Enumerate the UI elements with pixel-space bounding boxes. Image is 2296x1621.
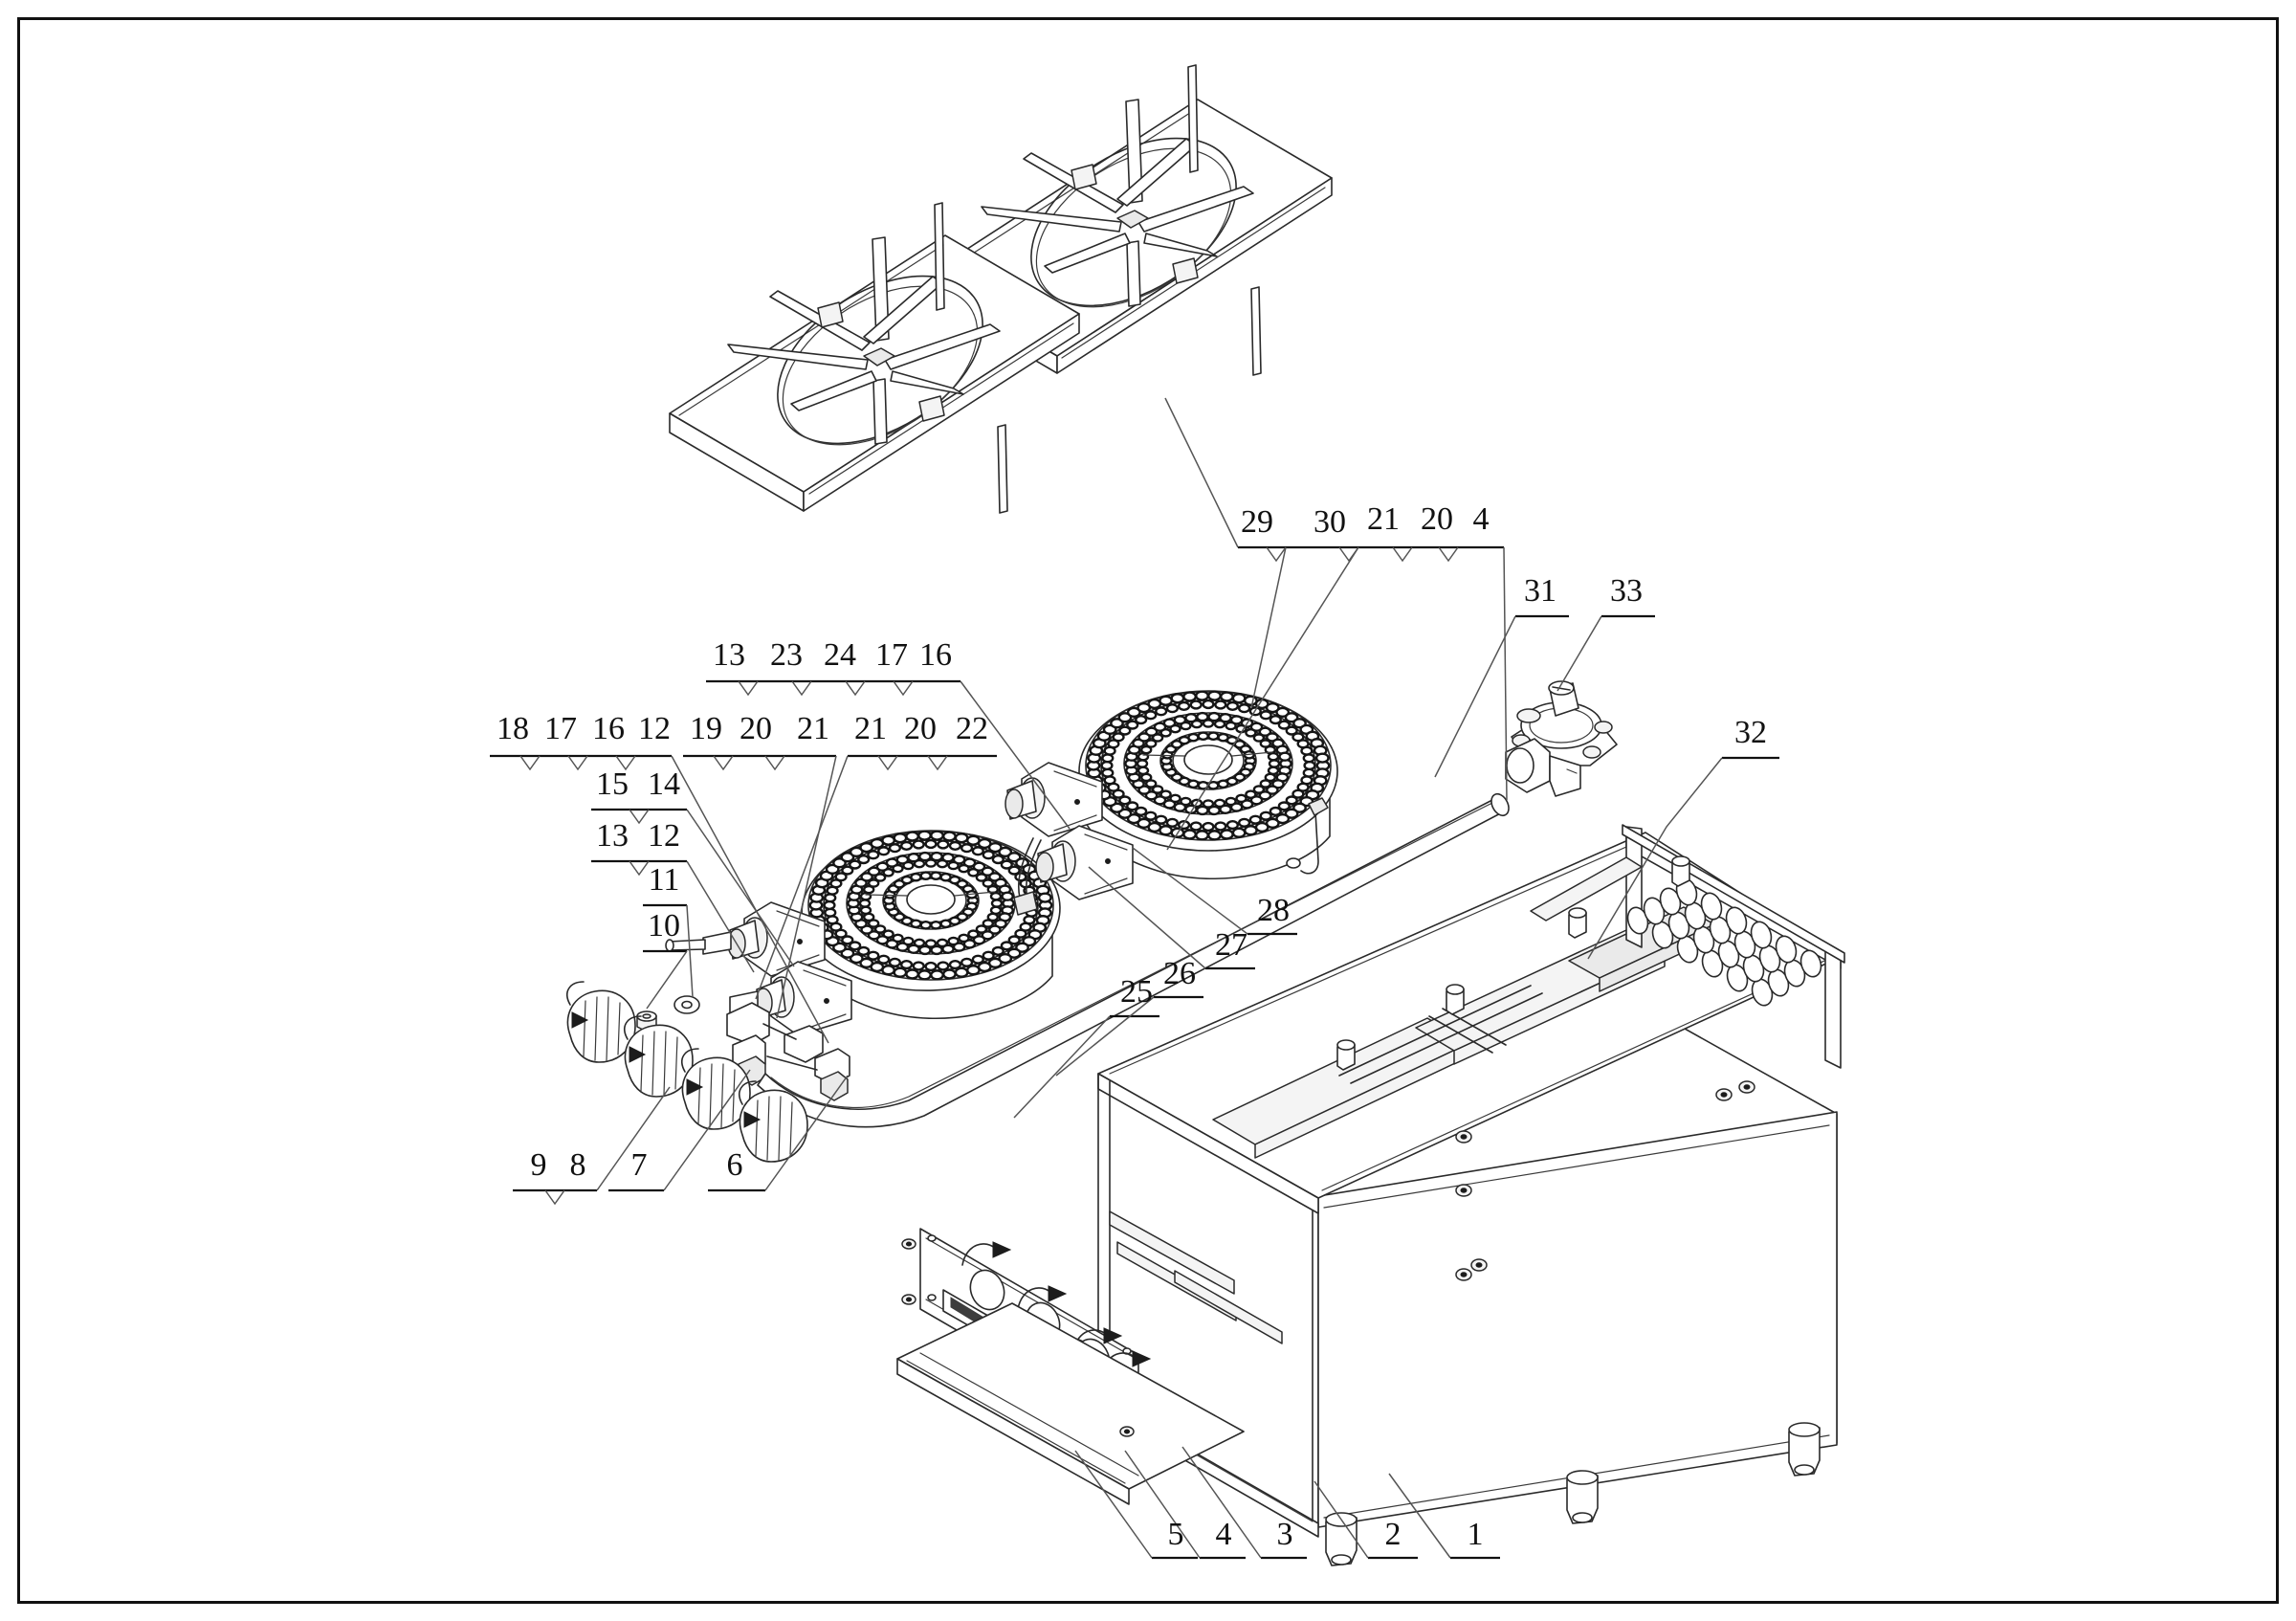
callout-number: 26 [1163, 956, 1196, 991]
callout-number: 20 [1421, 501, 1453, 537]
callout-number: 24 [824, 637, 856, 673]
callout-number: 27 [1215, 927, 1247, 963]
callout-number: 25 [1120, 974, 1153, 1010]
callout-number: 20 [904, 711, 937, 746]
callout-number: 15 [596, 766, 629, 802]
callout-number: 21 [854, 711, 887, 746]
callout-number: 19 [690, 711, 722, 746]
drawing-border [17, 17, 2279, 1604]
burner-assembly-right [1004, 690, 1338, 916]
venturi-left-upper [665, 901, 826, 977]
callout-number: 20 [740, 711, 772, 746]
callout-number: 13 [596, 818, 629, 854]
knob-arc-symbols [961, 1241, 1152, 1375]
callout-number: 17 [875, 637, 908, 673]
callout-number: 21 [797, 711, 829, 746]
control-panel-assembly [896, 1228, 1245, 1505]
burner-assembly-left [636, 792, 1510, 1128]
callout-number: 29 [1241, 504, 1273, 540]
callout-number: 18 [497, 711, 529, 746]
callout-number: 12 [638, 711, 671, 746]
knob [624, 1015, 694, 1098]
venturi-left-lower [729, 961, 852, 1036]
callout-number: 9 [531, 1147, 547, 1183]
callout-number: 16 [919, 637, 952, 673]
callout-number: 28 [1257, 893, 1290, 928]
callout-number: 10 [648, 908, 680, 944]
callout-number: 5 [1168, 1517, 1184, 1552]
callout-number: 6 [727, 1147, 743, 1183]
callout-number: 3 [1277, 1517, 1293, 1552]
callout-number: 12 [648, 818, 680, 854]
valve-block-left [726, 1002, 850, 1101]
grate-front [669, 202, 1080, 514]
callout-number: 4 [1216, 1517, 1232, 1552]
callout-number: 11 [649, 862, 680, 898]
pan-support-grates [669, 64, 1333, 514]
face-screws [1455, 1080, 1755, 1281]
callout-number: 4 [1473, 501, 1490, 537]
venturi-right-lower [1035, 825, 1134, 900]
callout-number: 8 [570, 1147, 586, 1183]
leader-lines [490, 397, 1779, 1560]
callout-number: 30 [1314, 504, 1346, 540]
callout-number: 33 [1610, 573, 1643, 609]
knob [739, 1080, 808, 1163]
callout-number: 1 [1468, 1517, 1484, 1552]
gas-regulator [1505, 680, 1618, 797]
venturi-right-upper [1004, 762, 1103, 837]
standoffs [1336, 855, 1690, 1071]
callout-number: 31 [1524, 573, 1556, 609]
callout-number: 21 [1367, 501, 1400, 537]
knob [681, 1048, 751, 1130]
gas-manifold-pipe [757, 792, 1510, 1128]
control-knobs [566, 981, 808, 1163]
callout-number: 17 [544, 711, 577, 746]
callout-number: 23 [770, 637, 803, 673]
callout-number: 7 [631, 1147, 648, 1183]
callout-number: 22 [956, 711, 988, 746]
knob [566, 981, 636, 1063]
callout-number: 2 [1385, 1517, 1402, 1552]
callout-number: 14 [648, 766, 680, 802]
callout-number: 13 [713, 637, 745, 673]
callout-number: 16 [592, 711, 625, 746]
callout-number: 32 [1734, 715, 1767, 750]
